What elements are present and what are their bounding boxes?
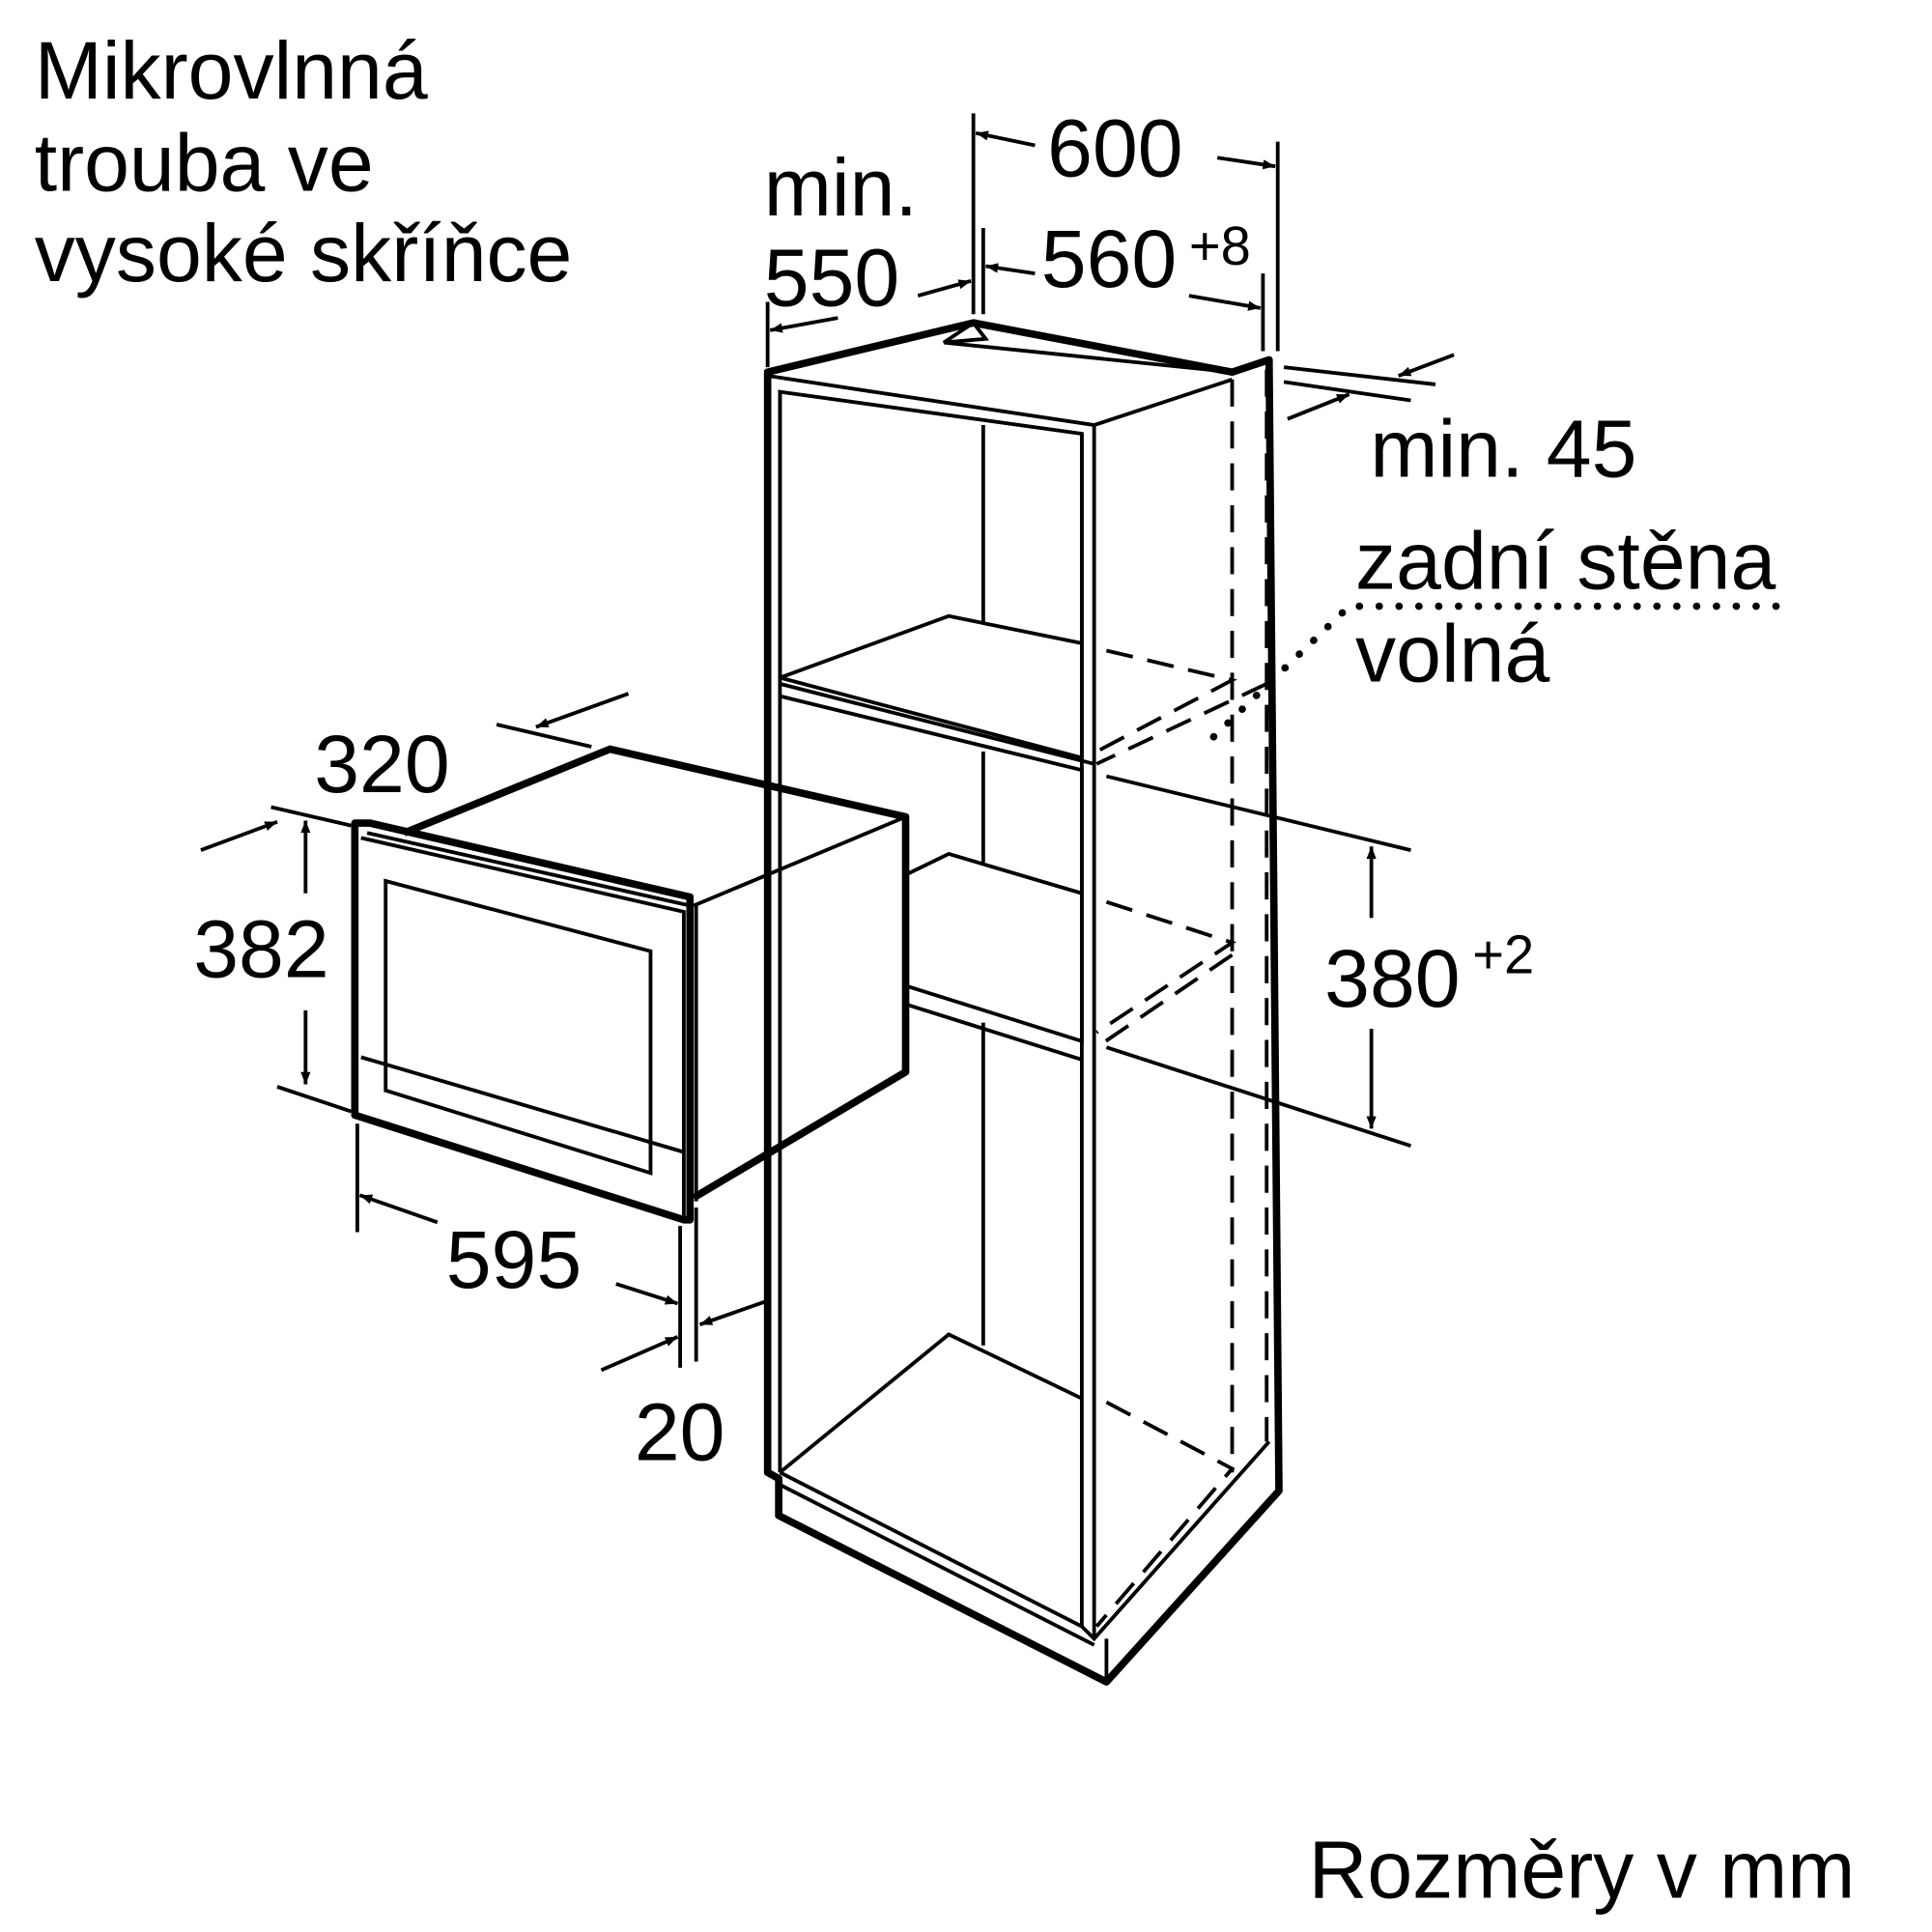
niche-width-tolerance: +8: [1189, 215, 1251, 276]
front-offset-label: 20: [635, 1386, 725, 1477]
back-wall-label-2: volná: [1355, 608, 1549, 698]
niche-height-tolerance: +2: [1472, 924, 1534, 985]
cabinet-width-label: 600: [1047, 102, 1182, 193]
tall-cabinet: [763, 319, 1412, 1686]
back-gap-label: min. 45: [1370, 404, 1636, 495]
device-height-label: 382: [193, 903, 328, 994]
units-note: Rozměry v mm: [1309, 1824, 1856, 1915]
microwave-device: [351, 745, 910, 1224]
device-width-label: 595: [446, 1214, 582, 1305]
niche-height-label: 380: [1324, 933, 1460, 1024]
min-label: min.: [764, 142, 918, 233]
cabinet-depth-label: 550: [764, 232, 899, 323]
dimension-lines: [200, 113, 1791, 1373]
device-depth-label: 320: [314, 719, 449, 810]
niche-width-label: 560: [1041, 213, 1177, 304]
title-line-1: Mikrovlnná: [35, 25, 428, 116]
back-wall-label-1: zadní stěna: [1355, 516, 1776, 607]
title-line-3: vysoké skříňce: [35, 208, 573, 298]
title-line-2: trouba ve: [35, 118, 374, 209]
